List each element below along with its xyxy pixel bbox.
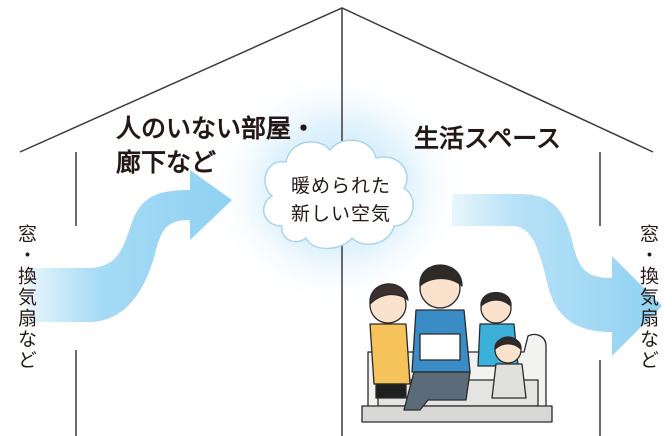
book-icon	[419, 333, 461, 361]
mother-hair	[369, 283, 409, 305]
father-legs	[403, 371, 471, 411]
father-hair	[419, 264, 463, 287]
boy-hair	[480, 292, 512, 307]
cloud-label-line2: 新しい空気	[290, 203, 391, 225]
family-illustration	[361, 264, 553, 423]
child-body	[491, 363, 527, 399]
cloud-label: 暖められた 新しい空気	[282, 172, 400, 228]
child-hair	[494, 337, 522, 350]
left-room-label-line1: 人のいない部屋・	[116, 114, 317, 143]
right-room-label: 生活スペース	[414, 124, 562, 153]
left-airflow-arrow	[28, 170, 232, 322]
sofa-base	[361, 405, 553, 423]
cloud-label-line1: 暖められた	[290, 175, 391, 197]
left-room-label: 人のいない部屋・ 廊下など	[116, 112, 316, 180]
mother-body	[369, 323, 411, 385]
right-outlet-label: 窓・換気扇など	[637, 224, 659, 371]
left-room-label-line2: 廊下など	[116, 148, 217, 177]
warm-air-cloud	[262, 139, 414, 250]
right-airflow-arrow	[452, 194, 662, 356]
left-inlet-label: 窓・換気扇など	[15, 224, 37, 371]
mother-legs	[375, 383, 407, 399]
